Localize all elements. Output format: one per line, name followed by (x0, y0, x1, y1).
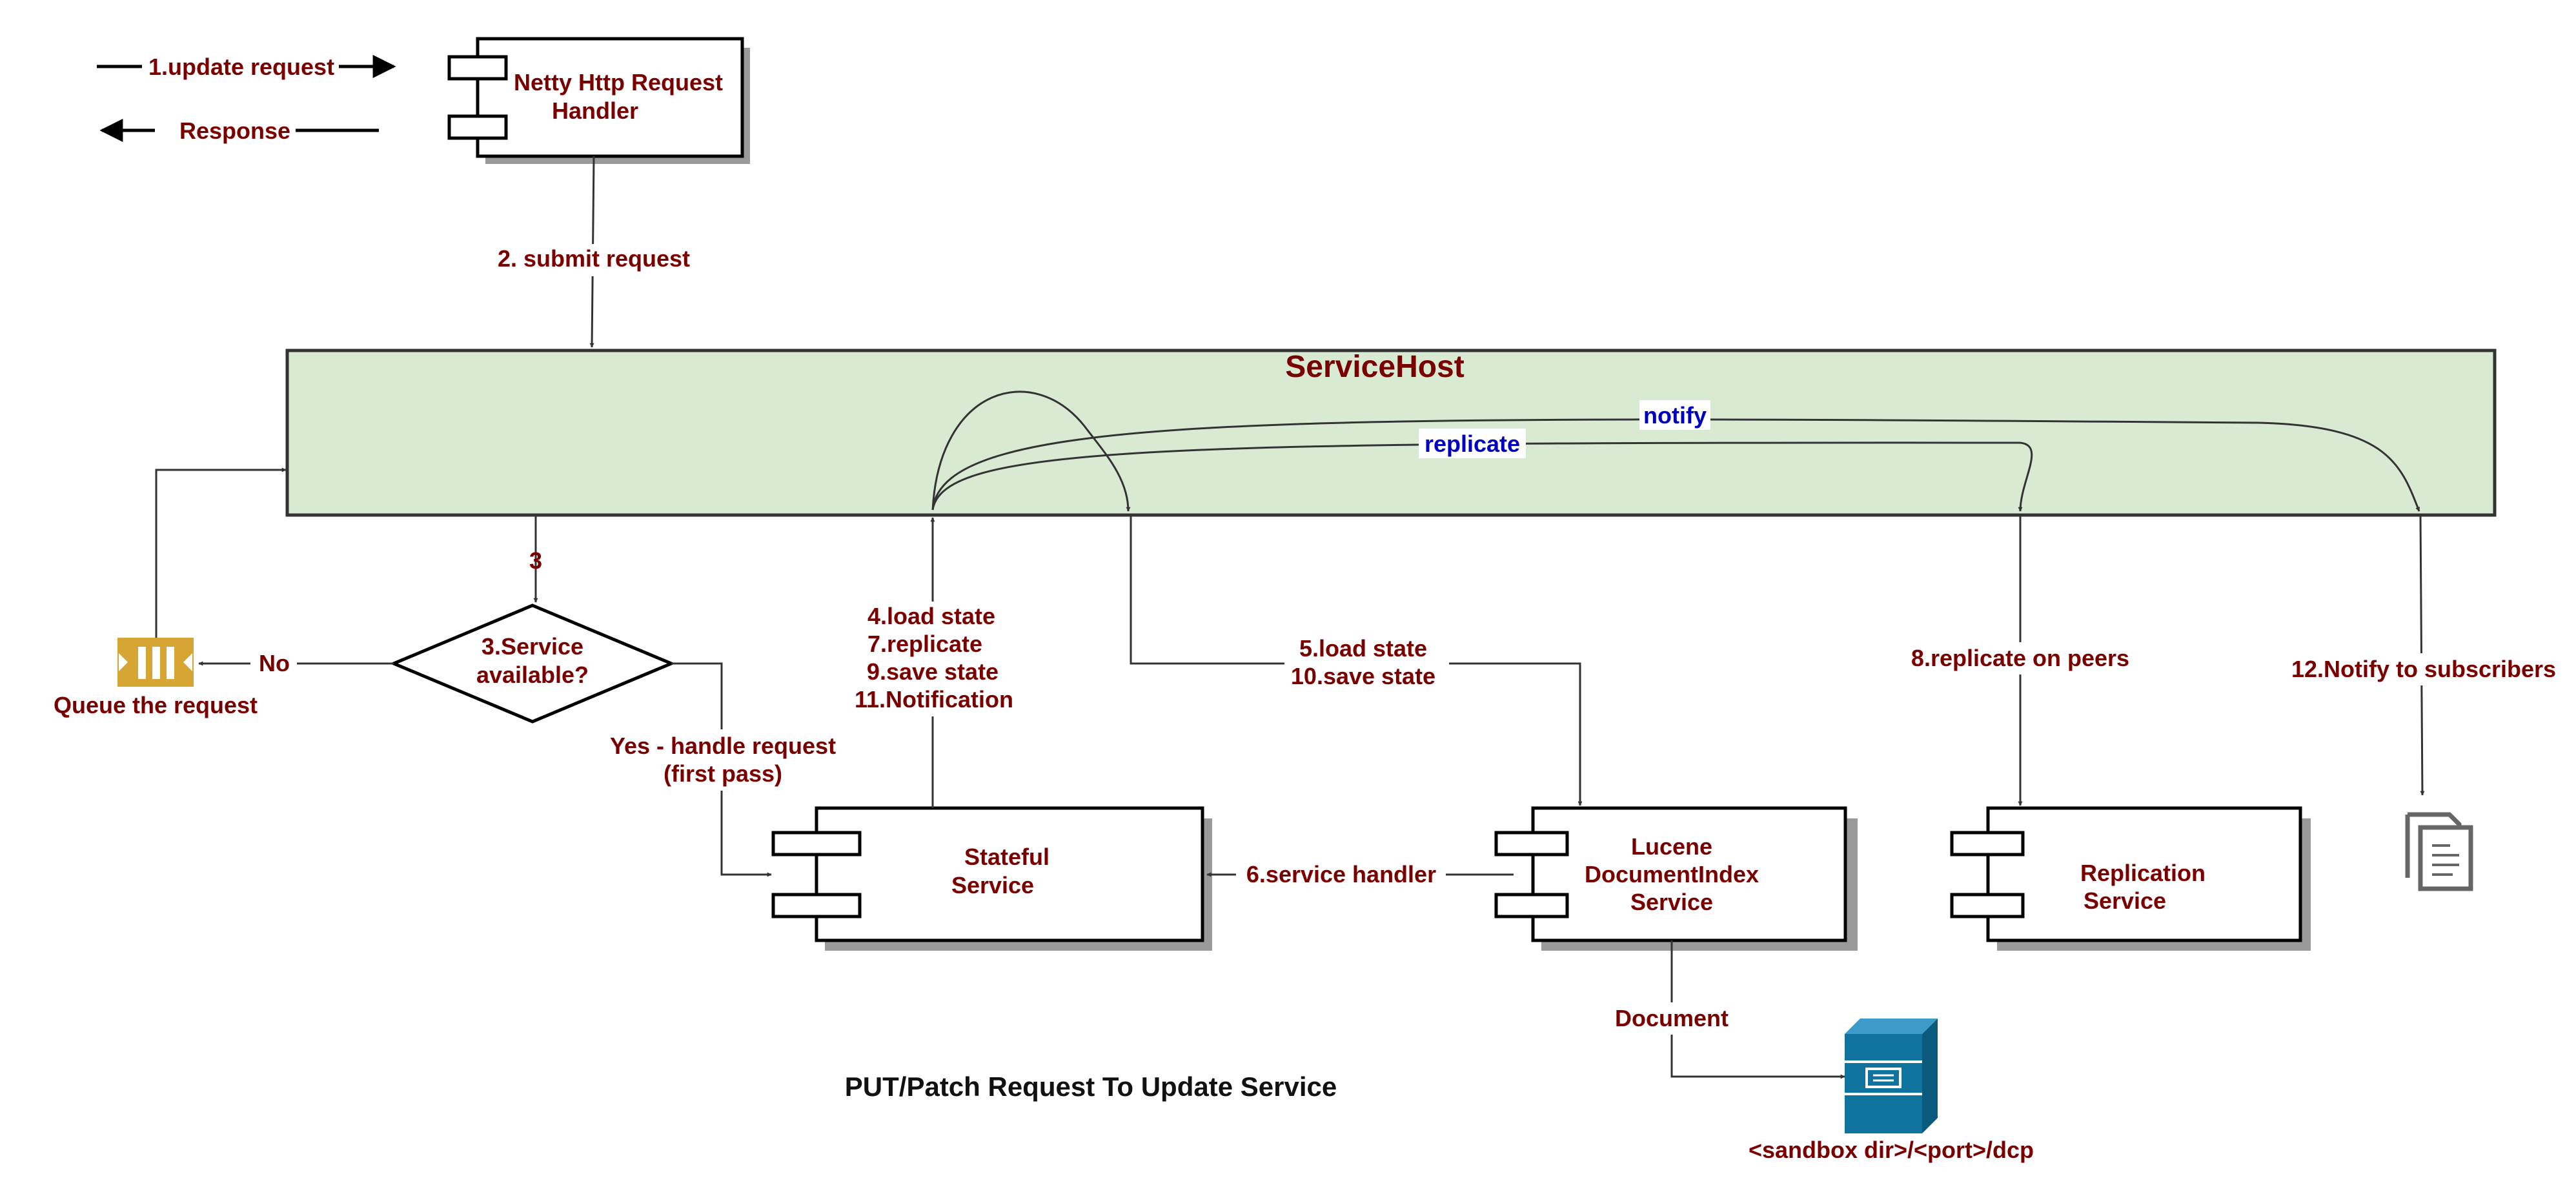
edge-label-service-handler: 6.service handler (1246, 861, 1436, 887)
stateful-service-label-2: Service (951, 872, 1034, 898)
queue-label: Queue the request (54, 692, 258, 718)
service-host: ServiceHost (285, 349, 2497, 517)
storage-label: <sandbox dir>/<port>/dcp (1749, 1137, 2034, 1163)
legend-response-label: Response (179, 117, 290, 144)
component-port-icon (1494, 831, 1569, 856)
edge-label-replicate: replicate (1425, 431, 1520, 457)
component-port-icon (447, 114, 508, 140)
netty-handler-label-2: Handler (552, 97, 638, 124)
stateful-service-component: Stateful Service (771, 806, 1212, 951)
edge-label-lucene-op-1: 5.load state (1299, 635, 1427, 662)
legend: 1.update request Response (97, 54, 396, 144)
edge-label-replicate-on-peers: 8.replicate on peers (1911, 645, 2129, 671)
edge-label-yes-2: (first pass) (664, 760, 782, 787)
diagram-caption: PUT/Patch Request To Update Service (845, 1071, 1337, 1102)
edge-label-stateful-op-3: 9.save state (867, 658, 999, 685)
edge-label-stateful-op-1: 4.load state (867, 603, 995, 629)
edge-loop-to-lucene-path (931, 390, 1131, 512)
decision-service-available: 3.Service available? (389, 603, 676, 724)
edge-label-yes-1: Yes - handle request (610, 733, 836, 759)
component-port-icon (771, 831, 862, 856)
replication-service-label-2: Service (2084, 887, 2166, 914)
lucene-service-component: Lucene DocumentIndex Service (1494, 806, 1858, 951)
legend-request-label: 1.update request (148, 54, 334, 80)
component-port-icon (1950, 831, 2025, 856)
component-port-icon (771, 893, 862, 918)
stateful-service-label-1: Stateful (964, 844, 1050, 870)
documents-icon (2405, 812, 2473, 891)
netty-handler-component: Netty Http Request Handler (447, 37, 750, 164)
edge-replicate (931, 441, 2033, 512)
component-port-icon (447, 55, 508, 81)
edge-label-submit-request: 2. submit request (498, 245, 690, 272)
lucene-service-label-1: Lucene (1631, 833, 1712, 860)
edge-label-lucene-op-2: 10.save state (1291, 663, 1435, 689)
storage-server-icon (1845, 1019, 1938, 1133)
decision-label-1: 3.Service (482, 633, 583, 660)
decision-label-2: available? (476, 662, 589, 688)
component-port-icon (1494, 893, 1569, 918)
lucene-service-label-3: Service (1630, 889, 1713, 915)
edge-queue-to-host (155, 467, 287, 638)
edge-label-no: No (259, 650, 290, 676)
edge-label-notify-subscribers: 12.Notify to subscribers (2291, 656, 2556, 682)
edge-label-stateful-op-2: 7.replicate (867, 631, 982, 657)
queue-icon (117, 638, 194, 687)
service-host-title: ServiceHost (1285, 350, 1464, 384)
replication-service-label-1: Replication (2080, 860, 2206, 886)
edge-notify (931, 418, 2420, 512)
component-port-icon (1950, 893, 2025, 918)
edge-label-stateful-op-4: 11.Notification (855, 686, 1013, 713)
edge-label-notify: notify (1643, 402, 1707, 429)
netty-handler-label-1: Netty Http Request (514, 69, 723, 96)
replication-service-component: Replication Service (1950, 806, 2311, 951)
lucene-service-label-2: DocumentIndex (1585, 861, 1759, 887)
edge-label-step-3: 3 (529, 547, 542, 574)
edge-document (1670, 940, 1845, 1079)
edge-label-document: Document (1615, 1005, 1729, 1031)
